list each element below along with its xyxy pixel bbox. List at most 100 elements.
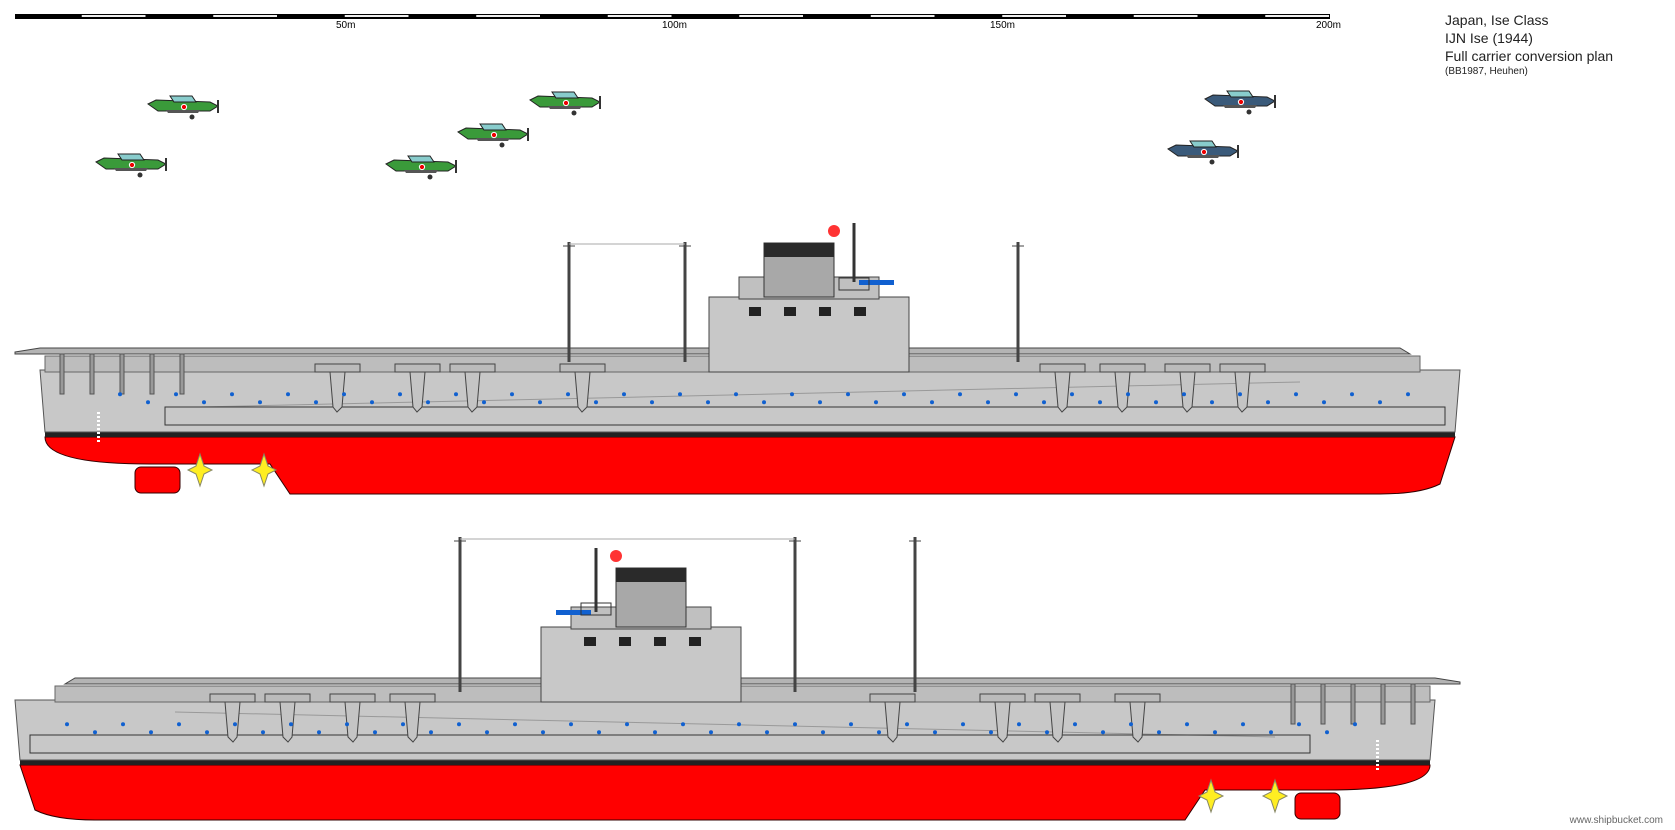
plane-canopy <box>169 95 197 103</box>
draught-mark <box>97 432 100 434</box>
porthole <box>373 730 377 735</box>
porthole <box>1297 722 1301 727</box>
porthole <box>762 400 766 405</box>
plane-wheel <box>427 174 433 180</box>
shipbucket-credit: www.shipbucket.com <box>1569 815 1663 826</box>
porthole <box>1126 392 1130 397</box>
draught-mark <box>1376 752 1379 754</box>
porthole <box>1353 722 1357 727</box>
scale-bar-segment <box>739 15 803 17</box>
bridge-window <box>584 637 596 646</box>
plane-propeller <box>165 158 167 171</box>
porthole <box>258 400 262 405</box>
plane-wing <box>1186 155 1220 158</box>
porthole <box>146 400 150 405</box>
ship-profile-starboard <box>14 223 1461 495</box>
draught-mark <box>97 436 100 438</box>
porthole <box>678 392 682 397</box>
porthole <box>622 392 626 397</box>
plane-wheel <box>189 114 195 120</box>
porthole <box>482 400 486 405</box>
porthole <box>370 400 374 405</box>
plane-wing <box>476 138 510 141</box>
porthole <box>65 722 69 727</box>
deck-support-pillar <box>1320 683 1326 725</box>
draught-mark <box>97 440 100 442</box>
scale-bar-segment <box>870 15 935 17</box>
deck-support-pillar <box>89 353 95 395</box>
plane-propeller <box>455 160 457 173</box>
fighter-plane <box>95 153 168 178</box>
fighter-plane <box>457 123 530 148</box>
boot-topping <box>45 432 1455 437</box>
deck-support-pillar <box>119 353 125 395</box>
rising-sun-flag <box>828 225 840 237</box>
aa-gun-sponson <box>979 693 1026 703</box>
hinomaru-roundel <box>128 161 136 169</box>
porthole <box>286 392 290 397</box>
plane-wheel <box>137 172 143 178</box>
scale-bar-segment <box>213 15 277 17</box>
bomber-plane <box>1167 140 1240 165</box>
scale-bar-segment <box>1133 15 1198 17</box>
scale-label-100m: 100m <box>662 20 688 31</box>
fighter-plane <box>529 91 602 116</box>
boot-topping <box>20 760 1430 765</box>
plane-propeller <box>1237 145 1239 158</box>
porthole <box>233 722 237 727</box>
bridge-window <box>819 307 831 316</box>
porthole <box>1045 730 1049 735</box>
porthole <box>790 392 794 397</box>
bridge-window <box>749 307 761 316</box>
sponson-support <box>279 701 296 743</box>
island-superstructure <box>708 296 910 373</box>
sponson-support <box>884 701 901 743</box>
hinomaru-roundel <box>1237 98 1245 106</box>
scale-bar-segment <box>1002 15 1066 17</box>
porthole <box>681 722 685 727</box>
porthole <box>538 400 542 405</box>
radar-antenna <box>838 277 870 291</box>
plane-wheel <box>1246 109 1252 115</box>
porthole <box>1266 400 1270 405</box>
sponson-support <box>1054 371 1071 413</box>
porthole <box>930 400 934 405</box>
plane-propeller <box>217 100 219 113</box>
porthole <box>793 722 797 727</box>
flight-deck <box>63 677 1461 685</box>
plane-propeller <box>527 128 529 141</box>
porthole <box>1157 730 1161 735</box>
porthole <box>597 730 601 735</box>
plane-wheel <box>499 142 505 148</box>
scale-label-200m: 200m <box>1316 20 1342 31</box>
deck-support-pillar <box>1410 683 1416 725</box>
porthole <box>205 730 209 735</box>
porthole <box>177 722 181 727</box>
scale-bar-segment <box>344 15 409 17</box>
porthole <box>1350 392 1354 397</box>
porthole <box>1406 392 1410 397</box>
underwater-hull <box>19 764 1431 821</box>
sponson-support <box>1234 371 1251 413</box>
porthole <box>401 722 405 727</box>
aa-gun-sponson <box>314 363 361 373</box>
aa-gun-sponson <box>559 363 606 373</box>
porthole <box>569 722 573 727</box>
aa-gun-sponson <box>1034 693 1081 703</box>
bridge-window <box>784 307 796 316</box>
aa-gun-sponson <box>1219 363 1266 373</box>
porthole <box>737 722 741 727</box>
sponson-support <box>329 371 346 413</box>
porthole <box>653 730 657 735</box>
plane-wing <box>114 168 148 171</box>
funnel-cap <box>764 243 834 257</box>
porthole <box>118 392 122 397</box>
plane-wing <box>1223 105 1257 108</box>
porthole <box>314 400 318 405</box>
bridge-blue-windows <box>556 610 591 615</box>
porthole <box>289 722 293 727</box>
bridge-window <box>654 637 666 646</box>
porthole <box>650 400 654 405</box>
plane-canopy <box>551 91 579 99</box>
